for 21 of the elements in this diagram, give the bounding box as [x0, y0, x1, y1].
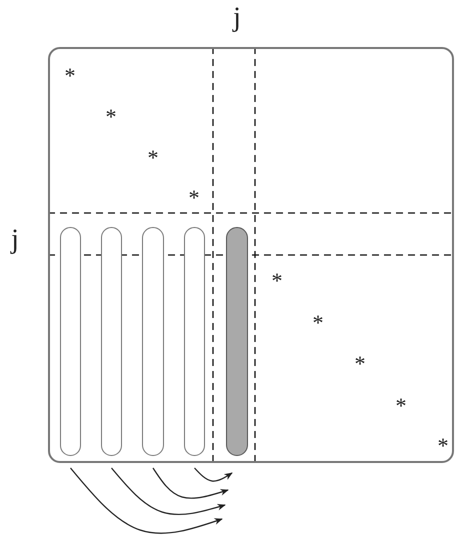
nonzero-mark: * — [354, 353, 366, 375]
nonzero-mark: * — [312, 312, 324, 334]
index-label: j — [233, 4, 241, 32]
column-bar — [184, 227, 205, 456]
nonzero-mark: * — [396, 395, 406, 417]
column-bar — [101, 227, 122, 456]
index-label: j — [11, 226, 19, 254]
nonzero-mark: * — [438, 435, 448, 457]
arrow — [111, 468, 226, 516]
nonzero-mark: * — [188, 187, 200, 209]
arrow — [152, 468, 229, 499]
matrix-box — [48, 47, 454, 463]
highlighted-column-bar — [226, 227, 248, 456]
column-bar — [60, 227, 81, 456]
nonzero-mark: * — [64, 65, 76, 87]
column-bar — [142, 227, 164, 456]
arrow — [194, 468, 233, 482]
nonzero-mark: * — [106, 106, 116, 128]
nonzero-mark: * — [272, 270, 282, 292]
nonzero-mark: * — [148, 147, 158, 169]
arrow — [70, 468, 223, 534]
